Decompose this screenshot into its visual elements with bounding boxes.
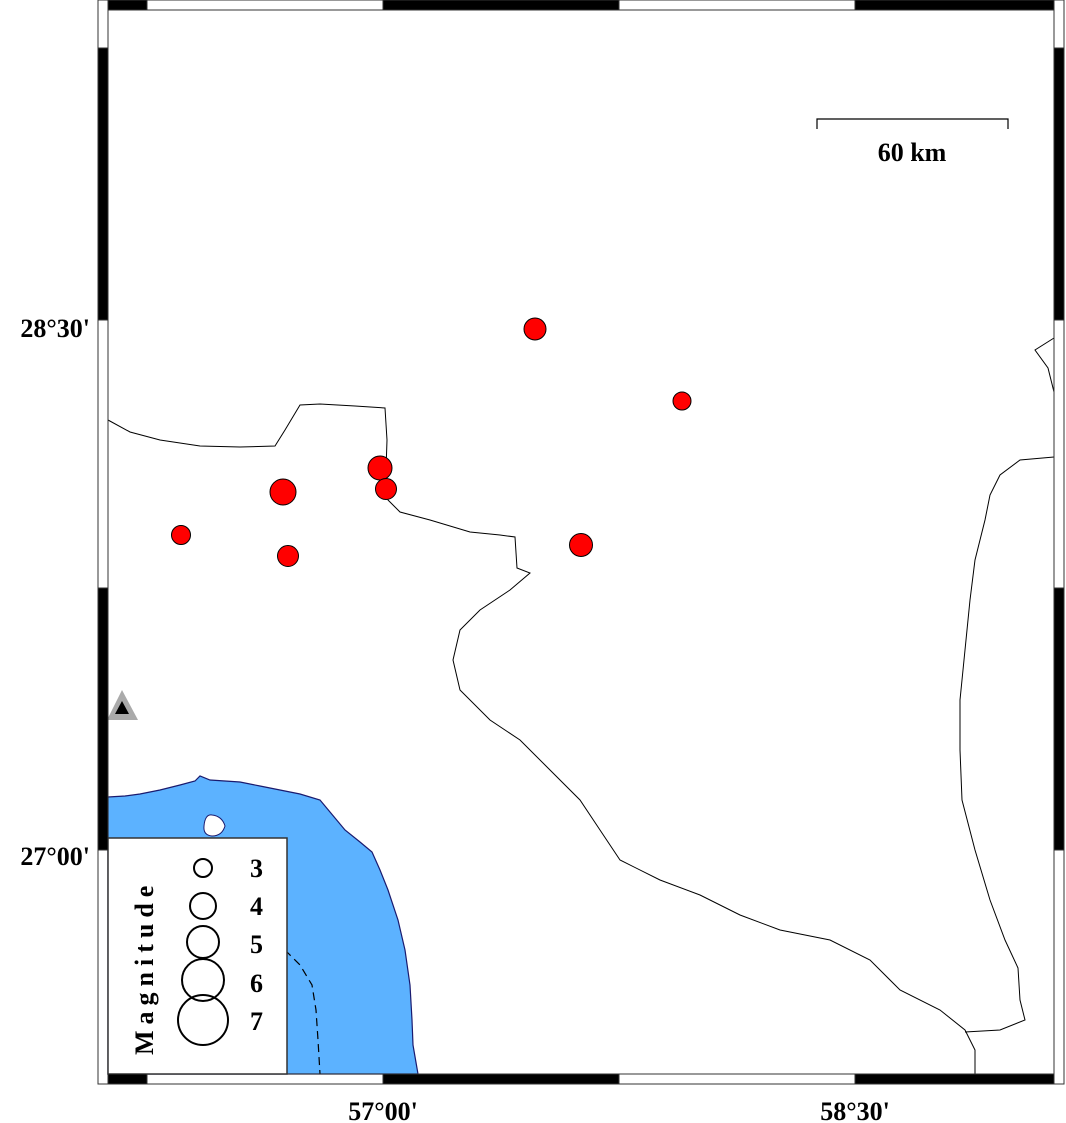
legend-entry: 6 <box>250 969 263 998</box>
station-triangle-icon <box>107 690 138 720</box>
lat-label: 28°30' <box>20 314 90 343</box>
legend-entry: 7 <box>250 1007 263 1036</box>
legend-entry: 4 <box>250 892 263 921</box>
event[interactable] <box>672 391 692 411</box>
lat-label: 27°00' <box>20 842 90 871</box>
event[interactable] <box>569 533 593 557</box>
event[interactable] <box>375 478 397 500</box>
bathymetry-contour <box>284 949 321 1075</box>
scale-bar: 60 km <box>816 118 1009 167</box>
island <box>203 814 226 837</box>
event[interactable] <box>269 478 297 506</box>
border-line <box>959 456 1055 1033</box>
border-line <box>1034 337 1055 393</box>
event[interactable] <box>523 317 547 341</box>
border-line <box>107 403 976 1074</box>
event[interactable] <box>277 545 299 567</box>
event[interactable] <box>171 525 191 545</box>
legend: Magnitude 3 4 5 6 7 <box>107 837 288 1075</box>
scale-bar-label: 60 km <box>878 138 947 167</box>
legend-entry: 3 <box>250 854 263 883</box>
legend-entry: 5 <box>250 930 263 959</box>
lon-label: 58°30' <box>820 1097 890 1123</box>
event[interactable] <box>367 455 393 481</box>
map-frame <box>97 0 1065 1085</box>
legend-title: Magnitude <box>130 880 159 1055</box>
lon-label: 57°00' <box>348 1097 418 1123</box>
